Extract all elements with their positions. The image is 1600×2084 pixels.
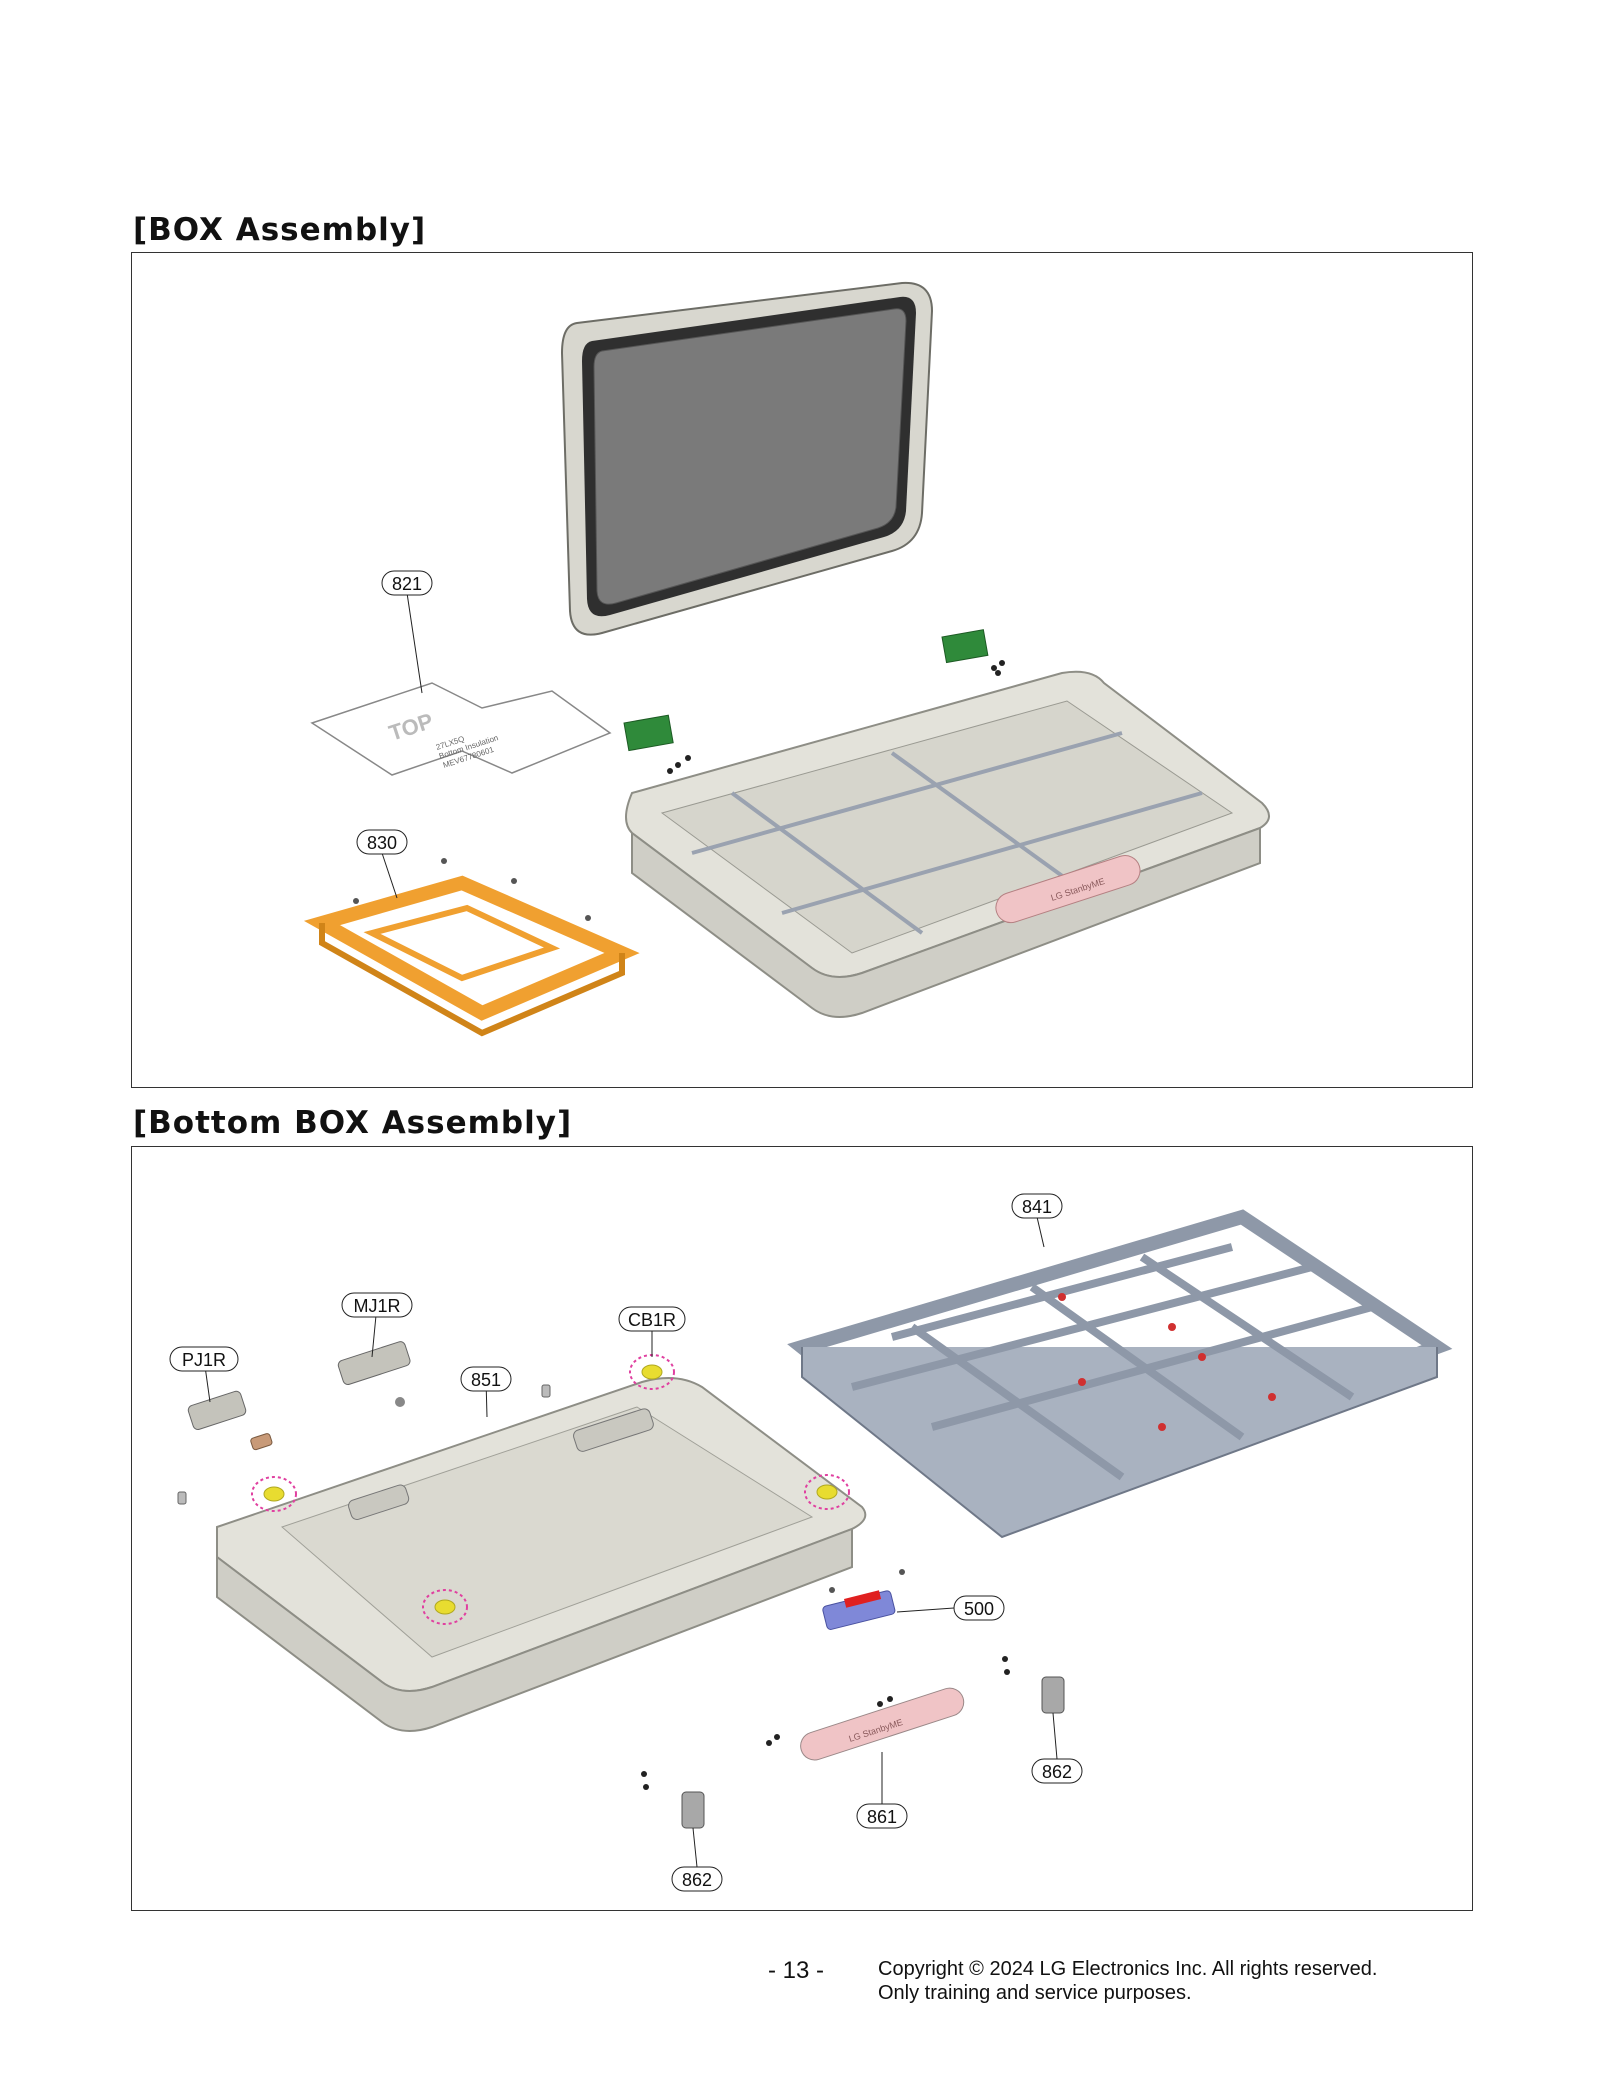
callout-841-label: 841 [1022, 1197, 1052, 1217]
callout-841: 841 [1011, 1193, 1063, 1248]
bottom-box-assembly-title: [Bottom BOX Assembly] [133, 1105, 573, 1141]
orange-bracket [303, 858, 640, 1037]
callout-851: 851 [460, 1366, 512, 1418]
page-number: - 13 - [768, 1957, 825, 1984]
badge-part: LG StanbyME [766, 1687, 965, 1761]
callout-mj1r: MJ1R [341, 1292, 413, 1358]
callout-500-label: 500 [964, 1599, 994, 1619]
callout-821: 821 [381, 570, 433, 694]
callout-pj1r-label: PJ1R [182, 1350, 226, 1370]
callout-500: 500 [896, 1595, 1005, 1621]
callout-862-left-label: 862 [682, 1870, 712, 1890]
jack-parts [177, 1341, 551, 1505]
callout-830-label: 830 [367, 833, 397, 853]
copyright-line-2: Only training and service purposes. [878, 1982, 1192, 2004]
lid-screen-assembly [560, 281, 1005, 774]
cap-parts [641, 1656, 1065, 1829]
connector-part [822, 1569, 905, 1630]
bottom-box-assembly-diagram: LG StanbyME 841 MJ1R CB1R [169, 1193, 1453, 1892]
box-assembly-diagram: LG StanbyME TOP 27LX5Q Bottom Insulation… [303, 281, 1270, 1037]
box-assembly-frame: LG StanbyME TOP 27LX5Q Bottom Insulation… [131, 252, 1473, 1088]
callout-851-label: 851 [471, 1370, 501, 1390]
box-assembly-title: [BOX Assembly] [133, 212, 427, 248]
callout-862-right-label: 862 [1042, 1762, 1072, 1782]
callout-821-label: 821 [392, 574, 422, 594]
callout-cb1r: CB1R [618, 1306, 686, 1357]
box-base-housing: LG StanbyME [625, 670, 1270, 1018]
copyright-line-1: Copyright © 2024 LG Electronics Inc. All… [878, 1958, 1378, 1980]
metal-frame [787, 1209, 1453, 1539]
bottom-insulation-sheet: TOP 27LX5Q Bottom Insulation MEV67780601 [310, 682, 612, 776]
callout-mj1r-label: MJ1R [353, 1296, 400, 1316]
callout-862-right: 862 [1031, 1712, 1083, 1784]
callout-861: 861 [856, 1752, 908, 1829]
bottom-box-assembly-frame: LG StanbyME 841 MJ1R CB1R [131, 1146, 1473, 1911]
callout-830: 830 [356, 829, 408, 899]
bottom-housing [216, 1354, 867, 1732]
callout-cb1r-label: CB1R [628, 1310, 676, 1330]
copyright-notice: Copyright © 2024 LG Electronics Inc. All… [878, 1957, 1377, 2005]
callout-862-left: 862 [671, 1827, 723, 1892]
callout-861-label: 861 [867, 1807, 897, 1827]
callout-pj1r: PJ1R [169, 1346, 239, 1403]
